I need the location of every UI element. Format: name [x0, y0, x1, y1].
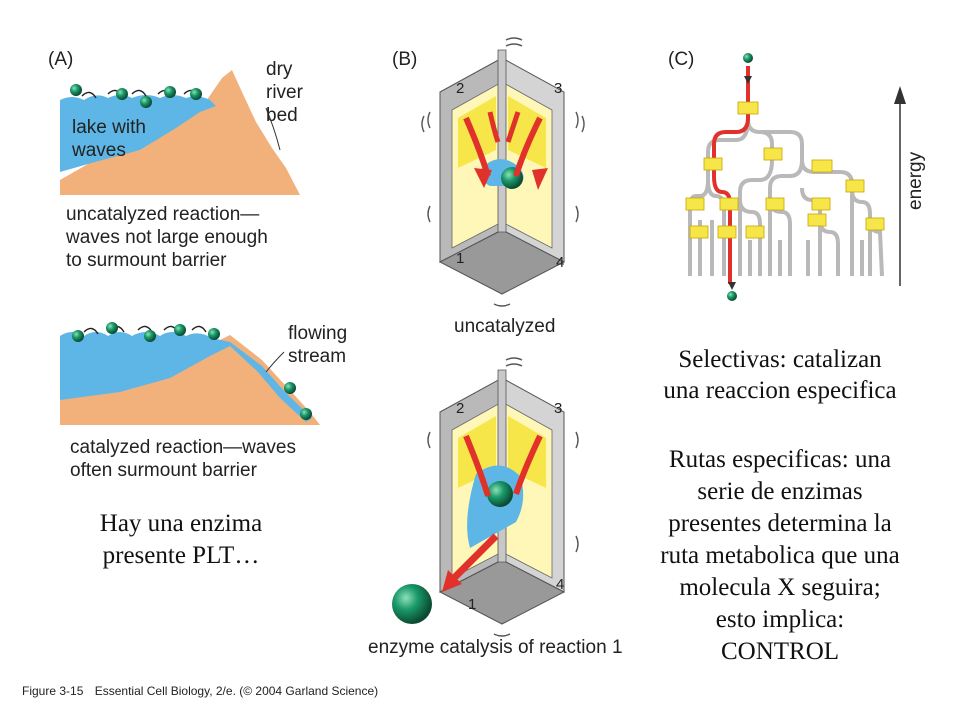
site-number-4-bottom: 4	[556, 576, 565, 593]
enzyme-note-line2: presente PLT…	[102, 542, 260, 569]
routes-note-line: molecula X seguira;	[679, 574, 881, 601]
figure-caption: Figure 3-15 Essential Cell Biology, 2/e.…	[22, 684, 378, 698]
panel-a-top	[60, 70, 300, 195]
uncatalyzed-caption-line3: to surmount barrier	[66, 250, 227, 271]
routes-note-line: Rutas especificas: una	[668, 446, 892, 473]
routes-note-line: presentes determina la	[668, 510, 892, 537]
pointer-line-dry-river	[265, 107, 281, 151]
molecule-ball	[106, 322, 118, 334]
routes-note-line: serie de enzimas	[697, 478, 863, 505]
uncatalyzed-caption-line1: uncatalyzed reaction—	[66, 204, 260, 225]
molecule-ball	[392, 584, 432, 624]
lake-top	[60, 95, 216, 172]
river-label: river	[266, 82, 303, 103]
panel-b-letter: (B)	[392, 49, 418, 70]
routes-note: Rutas especificas: una serie de enzimas …	[610, 444, 950, 668]
site-number-3-bottom: 3	[554, 400, 563, 417]
panel-b-bottom-box	[392, 369, 566, 625]
panel-b-vibration-marks	[421, 37, 585, 637]
routes-note-line: ruta metabolica que una	[660, 542, 900, 569]
site-number-3: 3	[554, 80, 563, 97]
molecule-ball	[70, 84, 82, 96]
molecule-balls-bottom	[72, 322, 312, 420]
molecule-balls-top	[70, 84, 202, 108]
panel-b-top-box	[438, 49, 566, 295]
stream-label: stream	[288, 346, 347, 367]
molecule-ball	[174, 324, 186, 336]
uncatalyzed-label: uncatalyzed	[454, 316, 556, 337]
molecule-ball	[144, 330, 156, 342]
molecule-ball	[72, 330, 84, 342]
uncatalyzed-caption-line2: waves not large enough	[66, 227, 268, 248]
figure-source: Essential Cell Biology, 2/e. (© 2004 Gar…	[94, 684, 379, 698]
panel-c-letter: (C)	[668, 49, 695, 70]
lake-label-line2: waves	[72, 140, 126, 161]
molecule-ball	[164, 86, 176, 98]
active-pathway	[712, 66, 750, 284]
catalyzed-caption-line1: catalyzed reaction—waves	[70, 437, 296, 458]
molecule-ball	[208, 328, 220, 340]
catalyzed-caption-line2: often surmount barrier	[70, 460, 257, 481]
enzyme-note-line1: Hay una enzima	[99, 510, 263, 537]
panel-a-letter: (A)	[48, 49, 74, 70]
dry-label: dry	[266, 59, 293, 80]
energy-axis-label: energy	[905, 151, 926, 210]
land-hill-top	[60, 70, 300, 195]
enzyme-catalysis-label: enzyme catalysis of reaction 1	[368, 637, 623, 658]
panel-a-bottom	[60, 322, 320, 425]
site-number-1-bottom: 1	[468, 596, 477, 613]
flowing-label: flowing	[288, 323, 348, 344]
routes-note-line: CONTROL	[720, 638, 840, 665]
molecule-ball	[487, 481, 513, 507]
molecule-ball	[116, 88, 128, 100]
molecule-ball	[284, 382, 296, 394]
selective-note-line1: Selectivas: catalizan	[678, 346, 882, 373]
figure-number: Figure 3-15	[22, 684, 84, 698]
molecule-ball	[190, 88, 202, 100]
panel-c-pathways	[685, 53, 885, 301]
molecule-ball	[140, 96, 152, 108]
enzyme-note: Hay una enzima presente PLT…	[66, 508, 296, 572]
bed-label: bed	[266, 105, 298, 126]
lake-bottom	[60, 332, 312, 422]
lake-label-line1: lake with	[72, 117, 146, 138]
land-hill-bottom	[60, 335, 320, 425]
selective-note: Selectivas: catalizan una reaccion espec…	[610, 344, 950, 406]
site-number-4: 4	[556, 254, 565, 271]
molecule-ball	[727, 291, 737, 301]
routes-note-line: esto implica:	[715, 606, 845, 633]
pointer-line-stream	[265, 351, 285, 373]
site-number-2-bottom: 2	[456, 400, 465, 417]
molecule-ball	[300, 408, 312, 420]
selective-note-line2: una reaccion especifica	[663, 377, 897, 404]
site-number-1: 1	[456, 250, 465, 267]
molecule-ball	[743, 53, 753, 63]
energy-axis-arrow	[894, 86, 906, 286]
site-number-2: 2	[456, 80, 465, 97]
